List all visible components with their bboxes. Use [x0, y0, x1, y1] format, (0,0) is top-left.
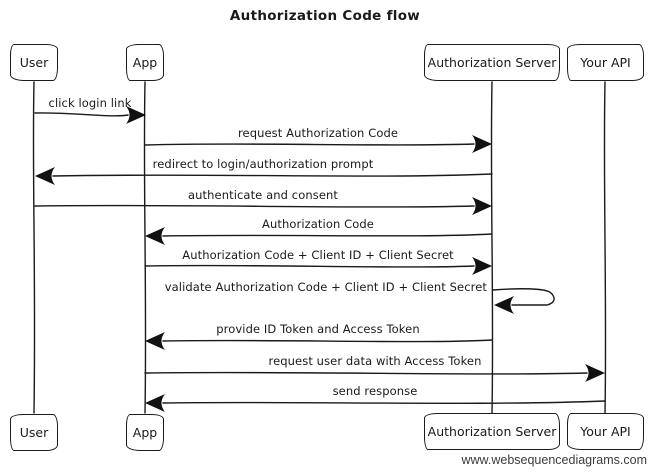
message-arrow-validate-self-loop	[492, 288, 555, 314]
diagram-title: Authorization Code flow	[229, 8, 421, 24]
message-label: click login link	[48, 96, 132, 110]
message-arrow-click-login-link	[34, 106, 146, 124]
message-label: send response	[332, 384, 418, 398]
message-arrow-provide-tokens	[145, 332, 493, 350]
message-label: authenticate and consent	[187, 188, 339, 202]
actor-box-authorization-server-bottom: Authorization Server	[424, 413, 560, 450]
actor-box-authorization-server-top: Authorization Server	[424, 44, 560, 81]
lifeline-authorization-server	[490, 81, 494, 414]
message-arrow-request-user-data	[144, 364, 605, 382]
lifeline-your-api	[603, 81, 607, 414]
message-label: Authorization Code + Client ID + Client …	[182, 248, 454, 262]
actor-box-user-bottom: User	[10, 414, 58, 451]
watermark-url: www.websequencediagrams.com	[461, 453, 647, 467]
actor-box-user-top: User	[10, 44, 58, 81]
actor-box-your-api-top: Your API	[567, 44, 644, 81]
lifeline-user	[32, 81, 36, 414]
message-arrow-send-response	[145, 394, 606, 412]
message-label: request Authorization Code	[237, 126, 399, 140]
message-arrow-authorization-code	[145, 227, 493, 245]
actor-box-app-bottom: App	[126, 414, 164, 451]
actor-box-your-api-bottom: Your API	[567, 413, 644, 450]
message-arrow-authenticate-and-consent	[34, 197, 492, 215]
message-label: request user data with Access Token	[268, 354, 482, 368]
actor-box-app-top: App	[126, 44, 164, 81]
message-arrow-redirect-to-login	[35, 167, 493, 185]
message-label: Authorization Code	[262, 217, 374, 231]
message-label-self: validate Authorization Code + Client ID …	[164, 280, 487, 294]
message-arrow-authorization-code-client-id-secret	[144, 257, 492, 275]
message-label: redirect to login/authorization prompt	[152, 157, 374, 171]
message-arrow-request-authorization-code	[144, 135, 492, 153]
lifeline-app	[143, 81, 147, 414]
message-label: provide ID Token and Access Token	[216, 322, 420, 336]
